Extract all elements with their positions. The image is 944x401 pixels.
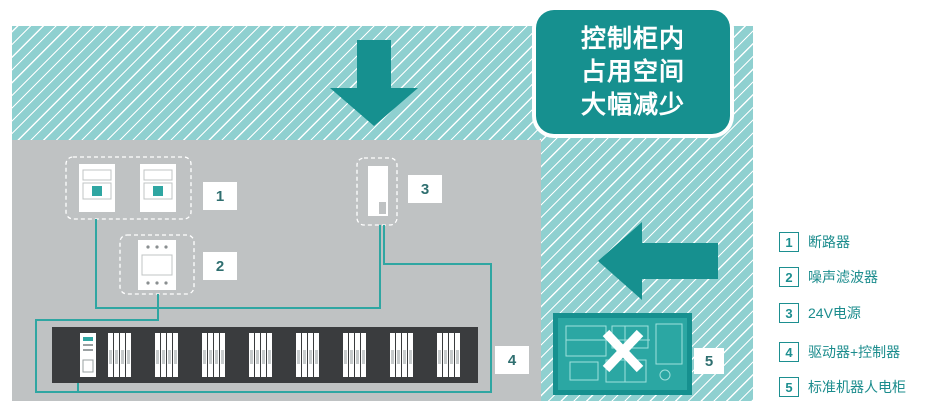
hatched-top-region — [12, 26, 541, 140]
wiring — [35, 219, 492, 393]
breaker-left — [79, 164, 115, 212]
drive-module — [390, 333, 413, 377]
arrow-left-icon — [598, 222, 718, 300]
circuit-breaker-group — [65, 156, 192, 220]
legend-label: 驱动器+控制器 — [808, 344, 901, 360]
badge-power-supply: 3 — [408, 175, 442, 203]
legend-item: 3 24V电源 — [779, 302, 861, 324]
drive-module — [437, 333, 460, 377]
wire-power-drive — [74, 225, 492, 393]
badge-breaker: 1 — [203, 182, 237, 210]
drive-module — [202, 333, 225, 377]
drive-module — [249, 333, 272, 377]
legend-number: 3 — [779, 303, 799, 323]
drive-module — [108, 333, 131, 377]
badge-noise-filter: 2 — [203, 252, 237, 280]
wire-breaker-power — [95, 219, 381, 309]
callout-line-3: 大幅减少 — [580, 90, 685, 119]
breaker-right — [140, 164, 176, 212]
callout-line-2: 占用空间 — [580, 57, 685, 86]
badge-drive-controller: 4 — [495, 346, 529, 374]
legend-label: 标准机器人电柜 — [808, 379, 906, 395]
drive-modules — [108, 333, 460, 377]
space-reduction-callout: 控制柜内 占用空间 大幅减少 — [536, 10, 730, 134]
cross-icon — [602, 329, 644, 373]
legend-item: 1 断路器 — [779, 231, 850, 253]
legend-number: 1 — [779, 232, 799, 252]
drive-module — [155, 333, 178, 377]
legend-label: 噪声滤波器 — [808, 269, 878, 285]
legend-item: 4 驱动器+控制器 — [779, 341, 900, 363]
drive-module — [343, 333, 366, 377]
wire-filter-drive — [35, 294, 159, 393]
legend-item: 5 标准机器人电柜 — [779, 376, 906, 398]
controller-module — [80, 333, 96, 377]
legend-item: 2 噪声滤波器 — [779, 266, 878, 288]
arrow-down-icon — [330, 40, 418, 126]
callout-line-1: 控制柜内 — [580, 24, 685, 53]
standard-robot-cabinet — [553, 313, 692, 395]
power-supply-group — [356, 157, 398, 226]
legend-number: 5 — [779, 377, 799, 397]
drive-controller-rack — [52, 327, 478, 383]
legend-number: 2 — [779, 267, 799, 287]
legend-label: 断路器 — [808, 234, 850, 250]
legend-label: 24V电源 — [808, 305, 861, 321]
drive-module — [296, 333, 319, 377]
legend-number: 4 — [779, 342, 799, 362]
noise-filter-group — [119, 234, 195, 295]
badge-robot-cabinet: 5 — [694, 348, 724, 374]
